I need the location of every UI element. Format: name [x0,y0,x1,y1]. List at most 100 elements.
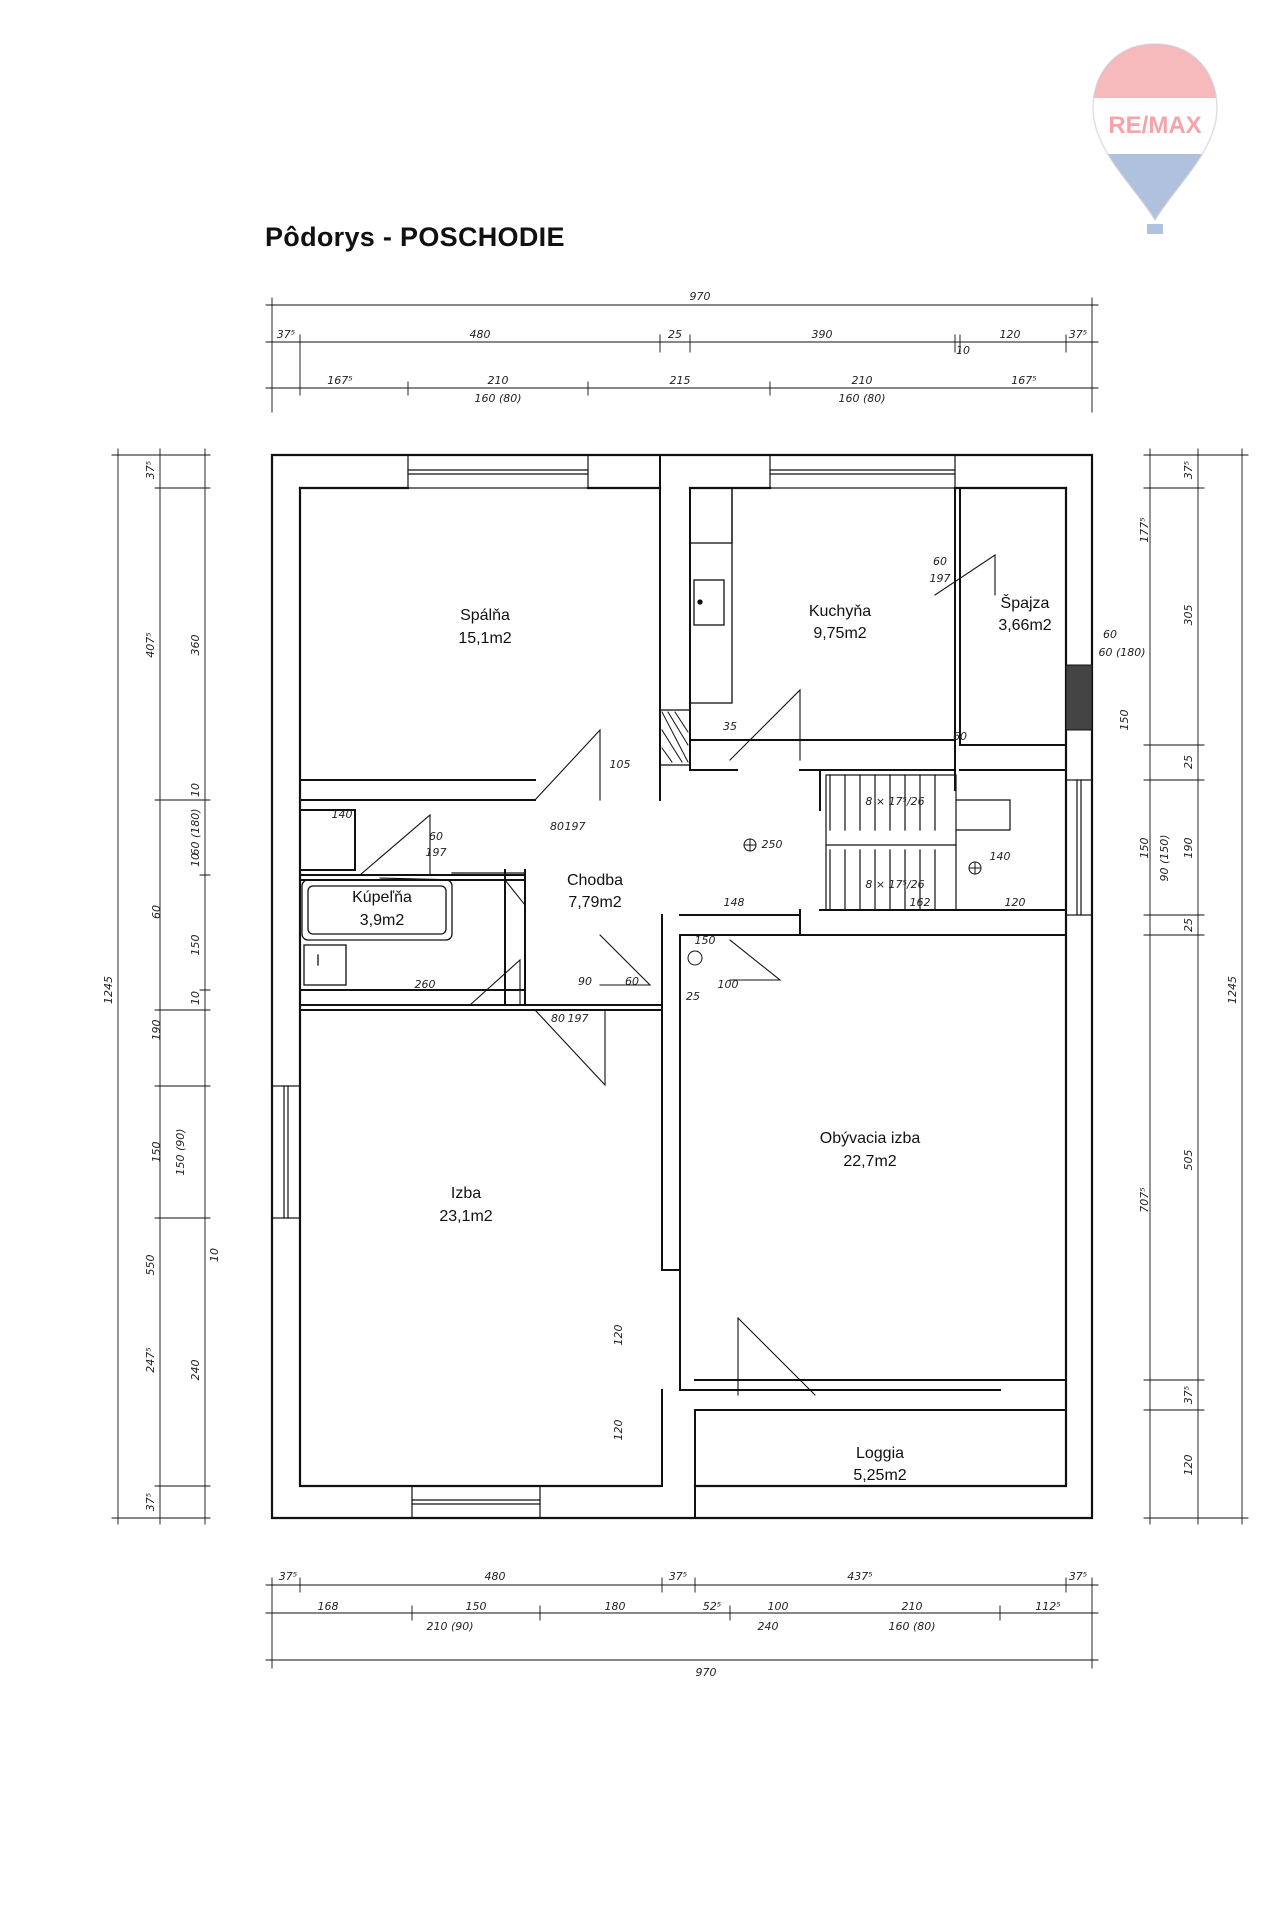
room-area-spalna: 15,1m2 [458,630,511,647]
dim-bot-r2-sub-2: 160 (80) [888,1620,935,1633]
dim-left-outer-2: 550 [144,1255,157,1276]
dim-int-13: 140 [990,850,1011,863]
dim-right-inner-0: 305 [1182,605,1195,626]
dimension-texts: 970 37⁵ 480 25 390 10 120 37⁵ 167⁵ 210 2… [102,290,1239,1679]
dim-bot-overall: 970 [696,1666,717,1679]
dim-top-r1-3: 390 [812,328,833,341]
room-name-kupelna: Kúpeľňa [352,889,412,906]
dim-int-26: 60 [1103,628,1117,641]
dim-left-inner-3: 10 [189,853,202,867]
dim-right-outer-0: 37⁵ [1182,461,1195,479]
dim-bot-r2-sub-1: 240 [758,1620,779,1633]
dim-int-14: 8 × 17⁵/26 [865,795,924,808]
top-windows [407,454,956,489]
dim-int-19: 60 [625,975,639,988]
dim-left-inner-9: 150 (90) [174,1128,187,1175]
dim-bot-r2-2: 180 [605,1600,626,1613]
dim-int-22: 25 [686,990,700,1003]
room-area-kupelna: 3,9m2 [360,912,405,929]
dim-left-inner-7: 190 [150,1020,163,1041]
dim-right-inner-1: 25 [1182,755,1195,769]
dim-int-20: 260 [415,978,436,991]
bathroom-fixtures [301,872,526,991]
room-name-izba: Izba [451,1185,481,1202]
dim-int-3: 105 [610,758,631,771]
door-swings [359,553,996,1396]
kitchen-counter [659,487,733,766]
dim-top-r2-2: 215 [670,374,691,387]
right-window [1065,779,1093,916]
dim-top-r2-4: 167⁵ [1011,374,1036,387]
dim-top-r1-1: 480 [470,328,491,341]
dim-right-inner-5: 25 [1182,918,1195,932]
dim-right-inner-4: 190 [1182,838,1195,859]
dim-int-28: 60 [953,730,967,743]
room-labels: Spálňa 15,1m2 Kuchyňa 9,75m2 Špajza 3,66… [352,593,1052,1484]
room-area-kuchyna: 9,75m2 [813,625,866,642]
dim-top-r1-0: 37⁵ [277,328,295,341]
dim-top-r1-4: 10 [956,344,970,357]
dim-top-r1-6: 37⁵ [1069,328,1087,341]
room-name-obyvacia: Obývacia izba [820,1130,921,1147]
dim-int-2: 35 [723,720,737,733]
dim-right-inner-6: 505 [1182,1150,1195,1171]
plan-title: Pôdorys - POSCHODIE [265,222,565,252]
dim-bot-r1-1: 480 [485,1570,506,1583]
dim-top-r2-sub-1: 160 (80) [838,392,885,405]
dim-right-outer-2: 150 [1118,710,1131,731]
dim-int-24: 120 [612,1325,625,1346]
dim-int-23: 150 [695,934,716,947]
dim-left-inner-0: 360 [189,635,202,656]
room-area-chodba: 7,79m2 [568,894,621,911]
dim-left-outer-1: 407⁵ [144,632,157,657]
dimension-lines [111,297,1249,1669]
dim-int-0: 60 [933,555,947,568]
stairs [825,774,1011,911]
dim-right-outer-1: 177⁵ [1138,517,1151,542]
remax-balloon-logo: RE/MAX [1092,43,1218,234]
dim-left-inner-4: 60 [150,905,163,919]
room-area-izba: 23,1m2 [439,1208,492,1225]
dim-int-25: 120 [612,1420,625,1441]
dim-top-overall: 970 [690,290,711,303]
dim-bot-r1-0: 37⁵ [279,1570,297,1583]
dim-top-r2-1: 210 [488,374,509,387]
room-name-spajza: Špajza [1001,593,1050,612]
dim-left-inner-2: 60 (180) [189,808,202,855]
dim-int-4: 80 [550,820,564,833]
dim-int-17: 197 [568,1012,589,1025]
dim-left-inner-5: 150 [189,935,202,956]
room-name-chodba: Chodba [567,872,623,889]
dim-int-27: 60 (180) [1098,646,1145,659]
dim-bot-r2-0: 168 [318,1600,339,1613]
dim-bot-r2-1: 150 [466,1600,487,1613]
dim-int-7: 60 [429,830,443,843]
dim-int-10: 148 [724,896,745,909]
dim-int-9: 250 [762,838,783,851]
dim-bot-r1-3: 437⁵ [847,1570,872,1583]
dim-left-inner-8: 150 [150,1142,163,1163]
dim-int-5: 197 [565,820,586,833]
dim-left-outer-4: 37⁵ [144,1493,157,1511]
dim-left-inner-1: 10 [189,783,202,797]
dim-top-r2-0: 167⁵ [327,374,352,387]
dim-right-inner-7: 120 [1182,1455,1195,1476]
dim-int-11: 162 [910,896,931,909]
room-area-spajza: 3,66m2 [998,617,1051,634]
room-name-kuchyna: Kuchyňa [809,603,871,620]
bottom-window [411,1485,541,1519]
dim-left-inner-11: 240 [189,1360,202,1381]
room-area-obyvacia: 22,7m2 [843,1153,896,1170]
dim-top-r1-2: 25 [668,328,682,341]
dim-left-inner-10: 10 [208,1248,221,1262]
dim-int-18: 90 [578,975,592,988]
dim-right-inner-2: 150 [1138,838,1151,859]
dim-int-12: 120 [1005,896,1026,909]
dim-left-inner-6: 10 [189,991,202,1005]
outer-walls [270,453,1094,1520]
logo-text: RE/MAX [1108,112,1201,139]
dim-bot-r2-sub-0: 210 (90) [426,1620,473,1633]
left-window [271,1085,301,1219]
dim-right-outer-3: 707⁵ [1138,1187,1151,1212]
